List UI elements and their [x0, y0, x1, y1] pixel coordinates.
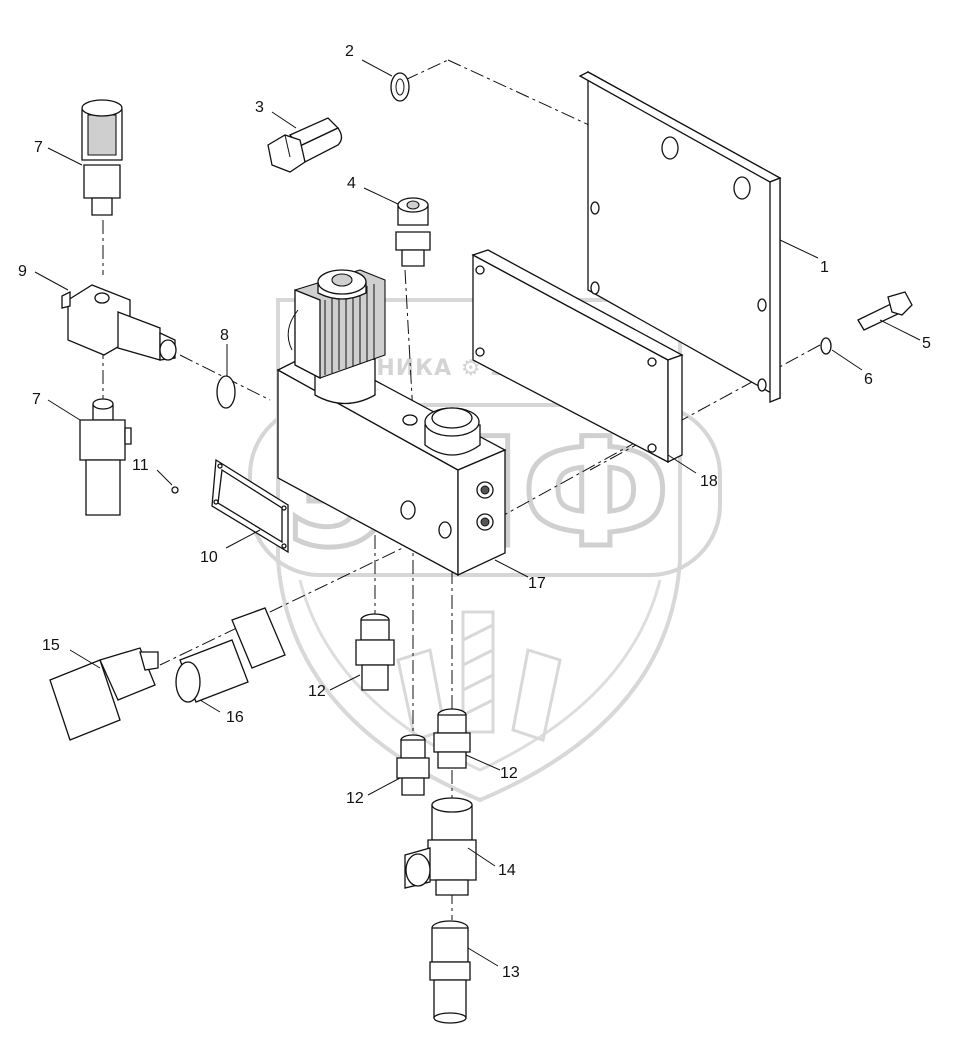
- callout-3: 3: [255, 99, 264, 116]
- part-11-ball: [171, 486, 179, 494]
- part-3-hex-bolt: [267, 117, 343, 173]
- callout-12-right: 12: [500, 765, 518, 782]
- part-13-fitting: [429, 920, 471, 1024]
- callout-18: 18: [700, 473, 718, 490]
- watermark-shield: [276, 298, 682, 803]
- coil-fins: [324, 284, 375, 375]
- part-10-cover-plate: [211, 458, 289, 554]
- callout-7-top: 7: [34, 139, 43, 156]
- part-18-gasket-plate: [471, 249, 684, 464]
- callout-11: 11: [132, 457, 149, 474]
- part-14-tee-fitting: [404, 797, 477, 896]
- watermark-wheat-icon: [396, 610, 562, 742]
- callout-12-middle: 12: [346, 790, 364, 807]
- callout-labels: 1 2 3 4 5 6 7 7 8 9 10 11 12 12 12 13 14…: [18, 43, 931, 981]
- part-5-bolt: [857, 291, 913, 331]
- callout-8: 8: [220, 327, 229, 344]
- callout-2: 2: [345, 43, 354, 60]
- callout-13: 13: [502, 964, 520, 981]
- part-12-fitting-right: [433, 708, 471, 769]
- part-7-sensor-top: [81, 99, 123, 216]
- part-7-sensor-lower: [79, 398, 132, 516]
- callout-1: 1: [820, 259, 829, 276]
- watermark-shield-inner: [298, 579, 662, 772]
- callout-10: 10: [200, 549, 218, 566]
- callout-4: 4: [347, 175, 356, 192]
- part-6-washer: [820, 337, 832, 355]
- part-12-fitting-upper: [355, 613, 395, 691]
- part-4-fitting: [395, 197, 431, 267]
- part-1-mounting-plate: [578, 70, 782, 403]
- part-2-washer: [390, 72, 410, 102]
- callout-17: 17: [528, 575, 546, 592]
- callout-7-lower: 7: [32, 391, 41, 408]
- solenoid-coil: [287, 269, 386, 405]
- part-16-sensor: [175, 607, 286, 703]
- callout-9: 9: [18, 263, 27, 280]
- callout-15: 15: [42, 637, 60, 654]
- part-8-o-ring: [216, 375, 236, 409]
- callout-14: 14: [498, 862, 516, 879]
- callout-6: 6: [864, 371, 873, 388]
- callout-5: 5: [922, 335, 931, 352]
- callout-16: 16: [226, 709, 244, 726]
- part-15-sensor: [49, 647, 159, 741]
- callout-12-upper: 12: [308, 683, 326, 700]
- part-12-fitting-middle: [396, 734, 430, 796]
- part-9-angle-adapter: [61, 284, 177, 361]
- leader-lines: [34, 59, 921, 967]
